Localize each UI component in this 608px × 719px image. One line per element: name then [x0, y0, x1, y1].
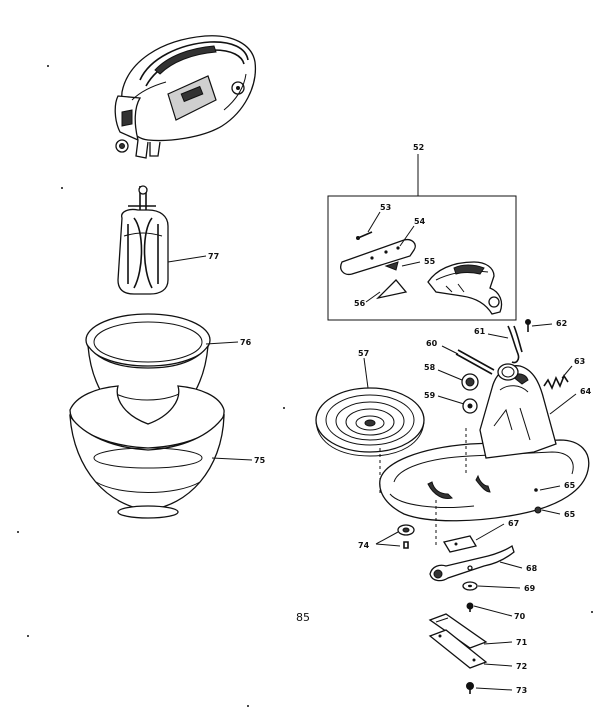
- callout-65-lower: 65: [564, 510, 576, 519]
- screw-73-part: [466, 682, 474, 694]
- beater-assembly-part: [117, 185, 169, 295]
- callout-60: 60: [426, 339, 438, 348]
- callout-63: 63: [574, 357, 585, 366]
- callout-77: 77: [208, 252, 219, 261]
- callout-69: 69: [524, 584, 536, 593]
- callout-54: 54: [414, 217, 426, 226]
- screw-part: [525, 319, 531, 332]
- callout-64: 64: [580, 387, 592, 396]
- latch-lever-part: [429, 544, 515, 582]
- callout-58: 58: [424, 363, 436, 372]
- figure-label: 85: [296, 611, 310, 624]
- rubber-foot-part: [397, 524, 415, 549]
- cover-plate-part: [428, 629, 488, 669]
- mixer-head-illustration: [114, 35, 257, 159]
- spring-part: [543, 374, 569, 390]
- callout-61: 61: [474, 327, 486, 336]
- turntable-part: [315, 387, 425, 457]
- callout-55: 55: [424, 257, 436, 266]
- housing-kit-box: [327, 195, 517, 321]
- washer-part: [534, 488, 542, 514]
- pedestal-base-part: [379, 363, 590, 548]
- leader-lines: [167, 154, 577, 691]
- rod-part: [455, 349, 495, 375]
- callout-53: 53: [380, 203, 391, 212]
- scan-specks: [17, 65, 593, 707]
- callout-67: 67: [508, 519, 519, 528]
- callout-76: 76: [240, 338, 252, 347]
- screw-70-part: [466, 602, 474, 612]
- knob-part: [461, 373, 479, 391]
- large-bowl-part: [69, 385, 225, 519]
- callout-65-upper: 65: [564, 481, 576, 490]
- callout-71: 71: [516, 638, 528, 647]
- callout-62: 62: [556, 319, 567, 328]
- callout-68: 68: [526, 564, 538, 573]
- bracket-part: [442, 535, 478, 553]
- callout-52: 52: [413, 143, 424, 152]
- callout-73: 73: [516, 686, 527, 695]
- flat-washer-part: [462, 581, 478, 591]
- callout-59: 59: [424, 391, 436, 400]
- callout-labels: 52 53 54 55 56 57 60 58 59 61 62 63 64 6…: [208, 143, 592, 695]
- nut-part: [462, 398, 478, 414]
- callout-75: 75: [254, 456, 266, 465]
- callout-56: 56: [354, 299, 366, 308]
- callout-74: 74: [358, 541, 370, 550]
- lever-clip-part: [507, 325, 523, 364]
- callout-57: 57: [358, 349, 369, 358]
- callout-70: 70: [514, 612, 526, 621]
- callout-72: 72: [516, 662, 527, 671]
